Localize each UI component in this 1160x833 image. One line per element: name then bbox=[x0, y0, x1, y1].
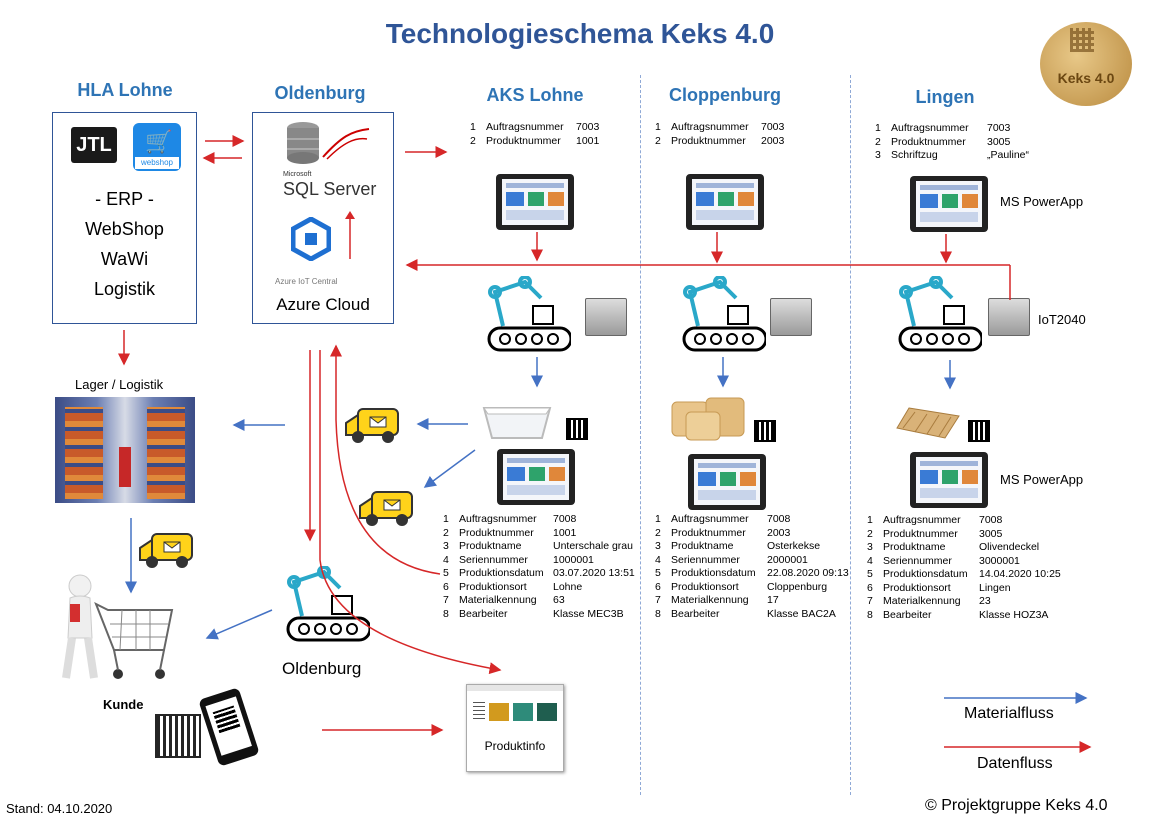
customer-shopping-cart-icon bbox=[52, 574, 178, 686]
qr-code-lingen-icon bbox=[968, 420, 990, 442]
oldenburg-bottom-label: Oldenburg bbox=[282, 659, 362, 678]
footer-stand: Stand: 04.10.2020 bbox=[6, 801, 113, 816]
produktinfo-label: Produktinfo bbox=[484, 739, 546, 753]
produktinfo-webpage: Produktinfo bbox=[466, 684, 564, 772]
tablet-productinfo-aks bbox=[497, 449, 575, 505]
tablet-productinfo-cloppenburg bbox=[688, 454, 766, 510]
ms-powerapp-label-bottom: MS PowerApp bbox=[1000, 472, 1084, 487]
lager-logistik-label: Lager / Logistik bbox=[75, 377, 164, 392]
qr-code-cloppenburg-icon bbox=[754, 420, 776, 442]
oldenburg-cloud-box: Microsoft SQL Server Azure IoT Central A… bbox=[252, 112, 394, 324]
column-heading-hla: HLA Lohne bbox=[77, 80, 173, 100]
footer-copyright: © Projektgruppe Keks 4.0 bbox=[925, 797, 1108, 814]
legend-materialfluss: Materialfluss bbox=[964, 705, 1054, 722]
badge-text: Keks 4.0 bbox=[1057, 70, 1115, 86]
column-heading-aks: AKS Lohne bbox=[486, 85, 584, 105]
divider-aks-cloppenburg bbox=[640, 75, 641, 795]
cart-icon: 🛒 bbox=[145, 129, 173, 154]
delivery-truck-icon bbox=[344, 405, 400, 445]
iot-central-label: Azure IoT Central bbox=[275, 277, 338, 286]
delivery-truck-icon bbox=[138, 530, 194, 570]
legend-datenfluss: Datenfluss bbox=[977, 755, 1053, 772]
hla-erp-box: JTL 🛒 webshop - ERP - WebShop WaWi Logis… bbox=[52, 112, 197, 324]
wawi-label: WaWi bbox=[100, 249, 149, 269]
azure-cloud-label: Azure Cloud bbox=[276, 295, 370, 314]
iot2040-device-aks bbox=[585, 298, 627, 336]
tablet-dashboard-aks bbox=[496, 174, 574, 230]
column-heading-cloppenburg: Cloppenburg bbox=[669, 85, 781, 105]
olive-lid-product-icon bbox=[895, 406, 961, 440]
tablet-productinfo-lingen bbox=[910, 452, 988, 508]
tablet-dashboard-cloppenburg bbox=[686, 174, 764, 230]
tablet-dashboard-lingen bbox=[910, 176, 988, 232]
azure-iot-icon bbox=[290, 216, 332, 262]
ms-powerapp-label-top: MS PowerApp bbox=[1000, 194, 1084, 209]
sql-swoosh-icon bbox=[321, 127, 371, 161]
webshop-label: WebShop bbox=[85, 219, 164, 239]
diagram-title: Technologieschema Keks 4.0 bbox=[385, 18, 775, 49]
easter-cookies-product-icon bbox=[668, 396, 748, 442]
keks-badge-logo: Keks 4.0 bbox=[1040, 22, 1132, 106]
robot-arm-cloppenburg-icon bbox=[680, 275, 768, 356]
webshop-logo: 🛒 webshop bbox=[133, 123, 181, 171]
sql-microsoft-label: Microsoft bbox=[283, 171, 312, 178]
grey-tray-product-icon bbox=[480, 400, 554, 442]
divider-cloppenburg-lingen bbox=[850, 75, 851, 795]
upload-arrow-icon bbox=[345, 211, 355, 261]
database-icon bbox=[285, 121, 321, 165]
column-heading-oldenburg: Oldenburg bbox=[274, 83, 366, 103]
iot2040-device-cloppenburg bbox=[770, 298, 812, 336]
iot2040-device-lingen bbox=[988, 298, 1030, 336]
qr-code-customer-icon bbox=[155, 714, 201, 758]
delivery-truck-icon bbox=[358, 488, 414, 528]
sql-server-label: SQL Server bbox=[283, 179, 377, 199]
iot2040-label: IoT2040 bbox=[1038, 312, 1086, 327]
logistik-label: Logistik bbox=[93, 279, 156, 299]
qr-code-aks-icon bbox=[566, 418, 588, 440]
kunde-label: Kunde bbox=[103, 697, 144, 712]
warehouse-photo bbox=[55, 397, 195, 503]
jtl-logo: JTL bbox=[71, 127, 117, 163]
erp-label: - ERP - bbox=[95, 189, 154, 209]
column-heading-lingen: Lingen bbox=[915, 87, 975, 107]
